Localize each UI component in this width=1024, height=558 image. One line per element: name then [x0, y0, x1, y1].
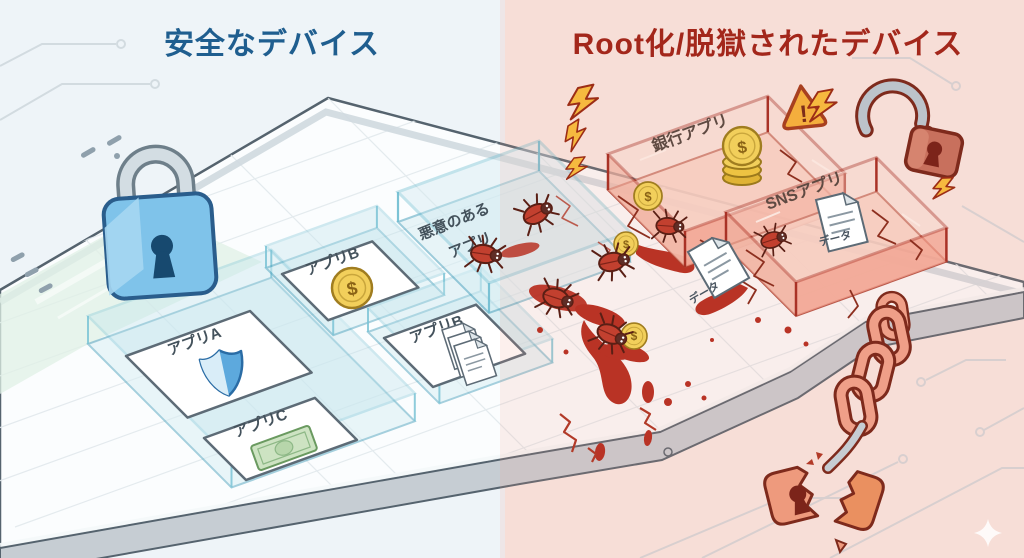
loose-coins: $ $ $ [613, 181, 663, 350]
broken-chain [763, 296, 906, 555]
loose-coin-dollar-2: $ [623, 239, 629, 251]
shield-icon [198, 349, 244, 397]
warning-exclamation: ! [798, 101, 809, 129]
red-padlock-icon [903, 124, 965, 180]
banknote-icon [250, 425, 318, 471]
locked-padlock-icon [101, 144, 219, 301]
app-tile-a: アプリA [124, 309, 313, 419]
bank-coin-dollar: $ [736, 137, 749, 157]
chain-debris [806, 452, 823, 465]
broken-padlock-icon [763, 465, 885, 555]
rooted-title: Root化/脱獄されたデバイス [573, 27, 964, 61]
secure-title: 安全なデバイス [164, 27, 380, 61]
coin-stack-icon: $ [721, 125, 763, 186]
coin-dollar: $ [345, 278, 359, 301]
sandbox-app-b-coin: アプリB $ [263, 204, 447, 337]
device-front-bezel [0, 290, 1024, 558]
loose-coin-dollar-3: $ [631, 329, 638, 343]
data-document-icon: データ [815, 189, 869, 253]
device-side-buttons [10, 135, 122, 294]
sparkle-icon [974, 519, 1002, 547]
camera-icon [114, 153, 120, 159]
malicious-app-box: 悪意のある アプリ [395, 139, 633, 315]
app-tile-c: アプリC [202, 396, 359, 482]
sns-app-box: SNSアプリ データ [723, 155, 950, 319]
loose-coin-dollar-1: $ [644, 189, 652, 204]
